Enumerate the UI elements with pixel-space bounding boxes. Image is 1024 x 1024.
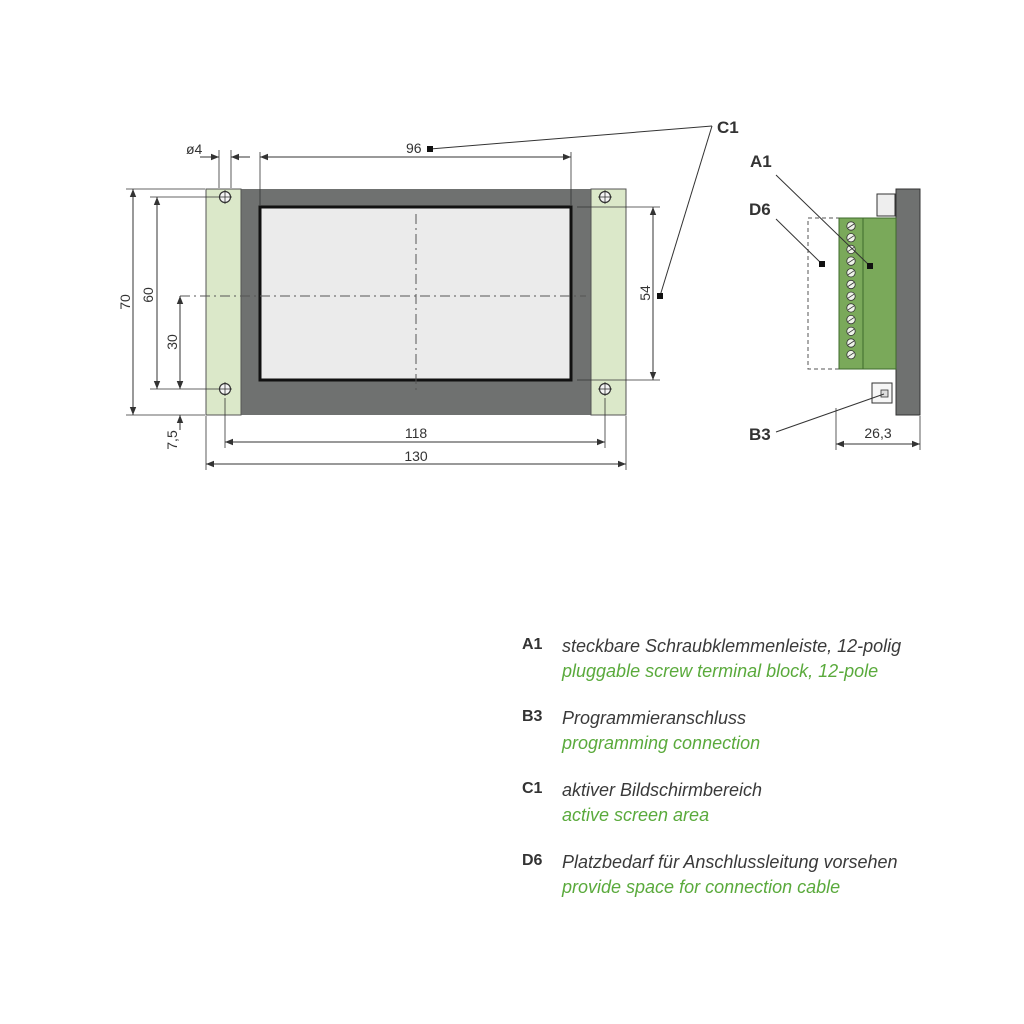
front-view (180, 188, 627, 416)
terminal-screw-slot (847, 305, 855, 311)
mount-strip-right (590, 188, 627, 416)
legend-item-b3: B3 Programmieranschluss programming conn… (522, 706, 1002, 756)
legend-english-text: pluggable screw terminal block, 12-pole (562, 661, 879, 681)
terminal-screw-slot (847, 317, 855, 322)
side-view (807, 188, 921, 416)
legend-item-c1: C1 aktiver Bildschirmbereich active scre… (522, 778, 1002, 828)
legend-item-d6: D6 Platzbedarf für Anschlussleitung vors… (522, 850, 1002, 900)
dim-active-height: 54 (637, 285, 653, 301)
terminal-screw-slot (847, 235, 855, 241)
legend-english-text: active screen area (562, 805, 710, 825)
legend-code: D6 (522, 852, 543, 869)
dim-depth: 26,3 (864, 425, 891, 441)
terminal-screw-slot (847, 247, 855, 252)
terminal-screw-slot (847, 258, 855, 264)
dim-height-total: 70 (117, 294, 133, 310)
terminal-screw-slot (847, 270, 855, 276)
terminal-screw-slot (847, 282, 855, 287)
callout-a1: A1 (750, 152, 772, 171)
legend-english-text: provide space for connection cable (562, 877, 841, 897)
legend-code: B3 (522, 708, 543, 725)
terminal-screw-slot (847, 293, 855, 299)
legend-german-text: steckbare Schraubklemmenleiste, 12-polig (562, 636, 902, 656)
dim-bottom-offset: 7,5 (164, 430, 180, 450)
terminal-screw-slot (847, 328, 855, 334)
dim-hole-pitch-h: 118 (405, 425, 428, 441)
leader-lines (429, 125, 885, 433)
side-dimension (835, 408, 921, 450)
terminal-screw-slot (847, 340, 855, 346)
callout-d6: D6 (749, 200, 771, 219)
mounting-hole (218, 190, 232, 204)
legend-german-text: Programmieranschluss (562, 708, 747, 728)
legend-code: C1 (522, 780, 543, 797)
dim-hole-pitch-v: 60 (140, 287, 156, 303)
legend-english-text: programming connection (562, 733, 761, 753)
callout-c1: C1 (717, 118, 739, 137)
mounting-hole (598, 190, 612, 204)
callout-b3: B3 (749, 425, 771, 444)
mounting-hole (218, 382, 232, 396)
terminal-screws (846, 221, 856, 360)
legend-german-text: Platzbedarf für Anschlussleitung vorsehe… (562, 852, 898, 872)
leader-points (427, 146, 873, 299)
legend-item-a1: A1 steckbare Schraubklemmenleiste, 12-po… (522, 634, 1002, 684)
mount-strip-left (205, 188, 242, 416)
legend-german-text: aktiver Bildschirmbereich (562, 780, 763, 800)
dimension-lines (129, 153, 657, 468)
terminal-screw-slot (847, 223, 855, 229)
dimension-labels: ø4 96 70 60 30 54 7,5 118 130 (117, 140, 653, 464)
legend: A1 steckbare Schraubklemmenleiste, 12-po… (522, 634, 1002, 922)
legend-code: A1 (522, 636, 543, 653)
cable-space-outline (807, 217, 840, 370)
side-connector-top (876, 193, 896, 217)
mounting-hole (598, 382, 612, 396)
dim-hole-dia: ø4 (186, 141, 203, 157)
terminal-screw-slot (847, 352, 855, 358)
dim-half-height: 30 (164, 334, 180, 350)
dim-active-width: 96 (406, 140, 422, 156)
dim-width-total: 130 (404, 448, 428, 464)
side-panel (895, 188, 921, 416)
